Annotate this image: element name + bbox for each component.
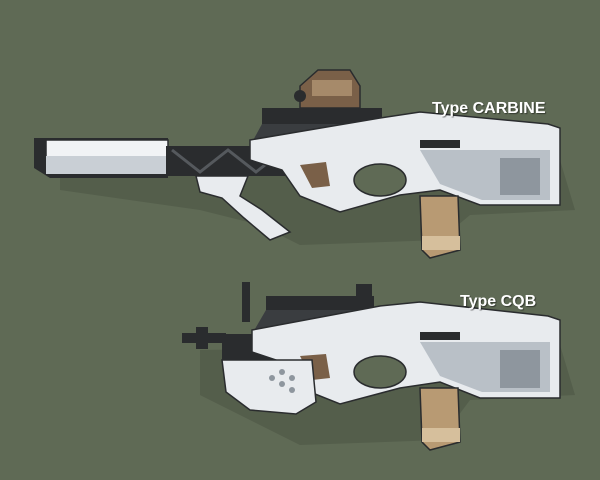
carbine-foregrip xyxy=(195,175,292,241)
carbine-rifle xyxy=(34,69,575,259)
cqb-rifle xyxy=(182,282,575,451)
cqb-front-sight xyxy=(242,282,250,322)
cqb-muzzle-device xyxy=(196,327,208,349)
cqb-label: Type CQB xyxy=(460,293,537,310)
cqb-magazine-base xyxy=(422,428,460,442)
carbine-top-rail xyxy=(262,108,382,124)
cqb-top-rail xyxy=(266,296,374,310)
carbine-suppressor-shade xyxy=(46,156,168,174)
carbine-optic-knob xyxy=(294,90,306,102)
carbine-magazine-base xyxy=(422,236,460,250)
cqb-hand-stop xyxy=(221,359,317,415)
carbine-charging-slot xyxy=(420,140,460,148)
cqb-grip-hole xyxy=(353,355,407,389)
carbine-trigger xyxy=(300,162,330,188)
cqb-rear-sight xyxy=(356,284,372,300)
carbine-optic-window xyxy=(312,80,352,96)
cqb-butt-plate xyxy=(500,350,540,388)
cqb-charging-slot xyxy=(420,332,460,340)
carbine-grip-hole xyxy=(353,163,407,197)
carbine-label: Type CARBINE xyxy=(432,100,546,117)
carbine-butt-plate xyxy=(500,158,540,195)
